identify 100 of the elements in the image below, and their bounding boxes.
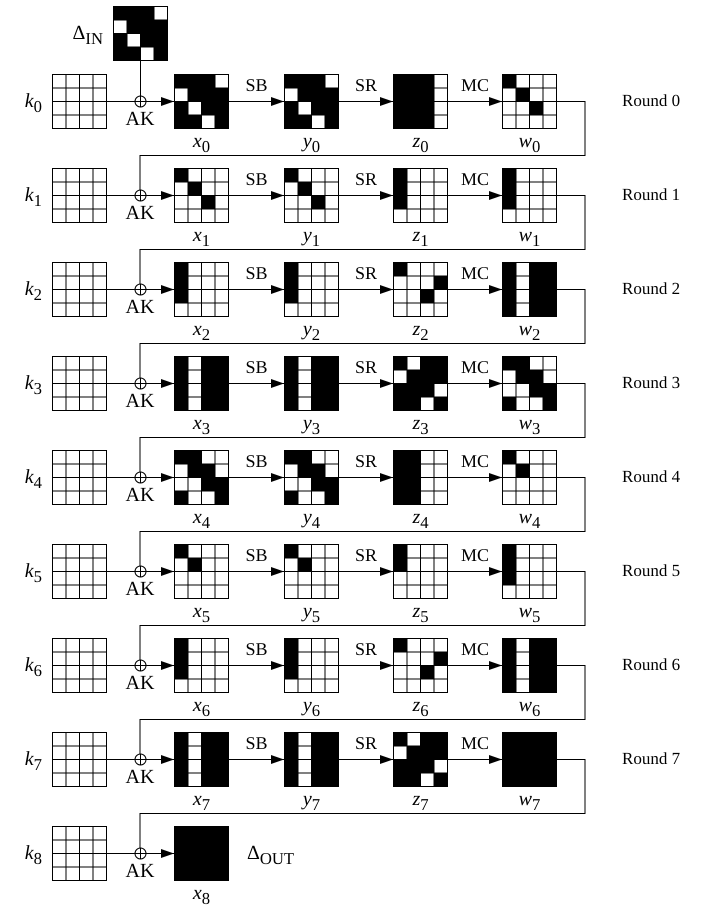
edge-label: MC <box>460 168 490 188</box>
round-label: Round 3 <box>622 373 680 393</box>
arrow <box>228 379 284 388</box>
round-label: Round 2 <box>622 279 680 299</box>
round-label: Round 5 <box>622 561 680 581</box>
state-label: w$_{2}$ <box>518 318 542 346</box>
arrow <box>338 191 394 200</box>
round-label: Round 4 <box>622 467 680 487</box>
edge-label: MC <box>460 356 490 376</box>
state-label: x$_{4}$ <box>192 506 212 534</box>
state-label: y$_{7}$ <box>300 788 322 816</box>
edge-label: SB <box>244 356 269 376</box>
state-label: y$_{6}$ <box>300 694 322 722</box>
edge-label: SB <box>244 450 269 470</box>
state-label: w$_{6}$ <box>518 694 542 722</box>
edge-label: SB <box>244 732 269 752</box>
key-label: k$_{4}$ <box>24 466 42 494</box>
state-label: z$_{0}$ <box>411 130 430 158</box>
operation-label: AK <box>124 296 156 318</box>
state-label: x$_{0}$ <box>192 130 212 158</box>
state-label: x$_{7}$ <box>192 788 212 816</box>
arrow <box>448 755 502 764</box>
connector-line <box>140 665 586 754</box>
connector-line <box>106 853 135 854</box>
arrow <box>145 379 174 388</box>
arrow <box>338 473 394 482</box>
connector-line <box>140 101 586 190</box>
connector-line <box>140 571 586 660</box>
edge-label: SR <box>354 544 378 564</box>
state-label: w$_{3}$ <box>518 412 542 440</box>
operation-label: AK <box>124 484 156 506</box>
arrow <box>145 567 174 576</box>
arrow <box>448 285 502 294</box>
state-label: z$_{4}$ <box>411 506 430 534</box>
arrow <box>228 285 284 294</box>
connector-line <box>140 195 586 284</box>
edge-label: MC <box>460 732 490 752</box>
operation-label: AK <box>124 860 156 882</box>
arrow <box>448 473 502 482</box>
state-label: y$_{2}$ <box>300 318 322 346</box>
arrow <box>228 97 284 106</box>
arrow <box>145 191 174 200</box>
state-label: z$_{7}$ <box>411 788 430 816</box>
state-label: x$_{5}$ <box>192 600 212 628</box>
state-label: z$_{5}$ <box>411 600 430 628</box>
state-label: x$_{1}$ <box>192 224 212 252</box>
operation-label: AK <box>124 766 156 788</box>
key-label: k$_{2}$ <box>24 278 42 306</box>
edge-label: SB <box>244 638 269 658</box>
edge-label: MC <box>460 262 490 282</box>
state-label: Δ$_{OUT}$ <box>247 842 294 870</box>
edge-label: SR <box>354 356 378 376</box>
arrow <box>338 567 394 576</box>
connector-line <box>106 665 135 666</box>
connector-line <box>106 477 135 478</box>
key-label: k$_{0}$ <box>24 90 42 118</box>
edge-label: SR <box>354 74 378 94</box>
state-label: y$_{5}$ <box>300 600 322 628</box>
arrow <box>338 285 394 294</box>
arrow <box>448 567 502 576</box>
arrow <box>228 661 284 670</box>
state-label: w$_{0}$ <box>518 130 542 158</box>
key-label: k$_{8}$ <box>24 842 42 870</box>
arrow <box>228 191 284 200</box>
arrow <box>338 755 394 764</box>
edge-label: MC <box>460 638 490 658</box>
state-label: z$_{3}$ <box>411 412 430 440</box>
round-label: Round 0 <box>622 91 680 111</box>
arrow <box>228 755 284 764</box>
state-label: x$_{6}$ <box>192 694 212 722</box>
state-label: y$_{3}$ <box>300 412 322 440</box>
edge-label: SR <box>354 262 378 282</box>
connector-line <box>140 759 586 848</box>
edge-label: SB <box>244 74 269 94</box>
edge-label: SR <box>354 450 378 470</box>
connector-line <box>106 383 135 384</box>
key-label: k$_{3}$ <box>24 372 42 400</box>
state-label: y$_{0}$ <box>300 130 322 158</box>
arrow <box>338 379 394 388</box>
edge-label: SR <box>354 168 378 188</box>
connector-line <box>140 477 586 566</box>
connector-line <box>106 195 135 196</box>
operation-label: AK <box>124 108 156 130</box>
arrow <box>338 661 394 670</box>
state-label: w$_{7}$ <box>518 788 542 816</box>
connector-line <box>140 60 141 96</box>
round-label: Round 1 <box>622 185 680 205</box>
key-label: k$_{7}$ <box>24 748 42 776</box>
edge-label: SR <box>354 638 378 658</box>
state-label: x$_{3}$ <box>192 412 212 440</box>
edge-label: SB <box>244 168 269 188</box>
state-label: w$_{4}$ <box>518 506 542 534</box>
arrow <box>448 379 502 388</box>
arrow <box>145 473 174 482</box>
operation-label: AK <box>124 672 156 694</box>
arrow <box>145 97 174 106</box>
arrow <box>145 849 174 858</box>
edge-label: MC <box>460 450 490 470</box>
arrow <box>228 567 284 576</box>
connector-line <box>140 289 586 378</box>
